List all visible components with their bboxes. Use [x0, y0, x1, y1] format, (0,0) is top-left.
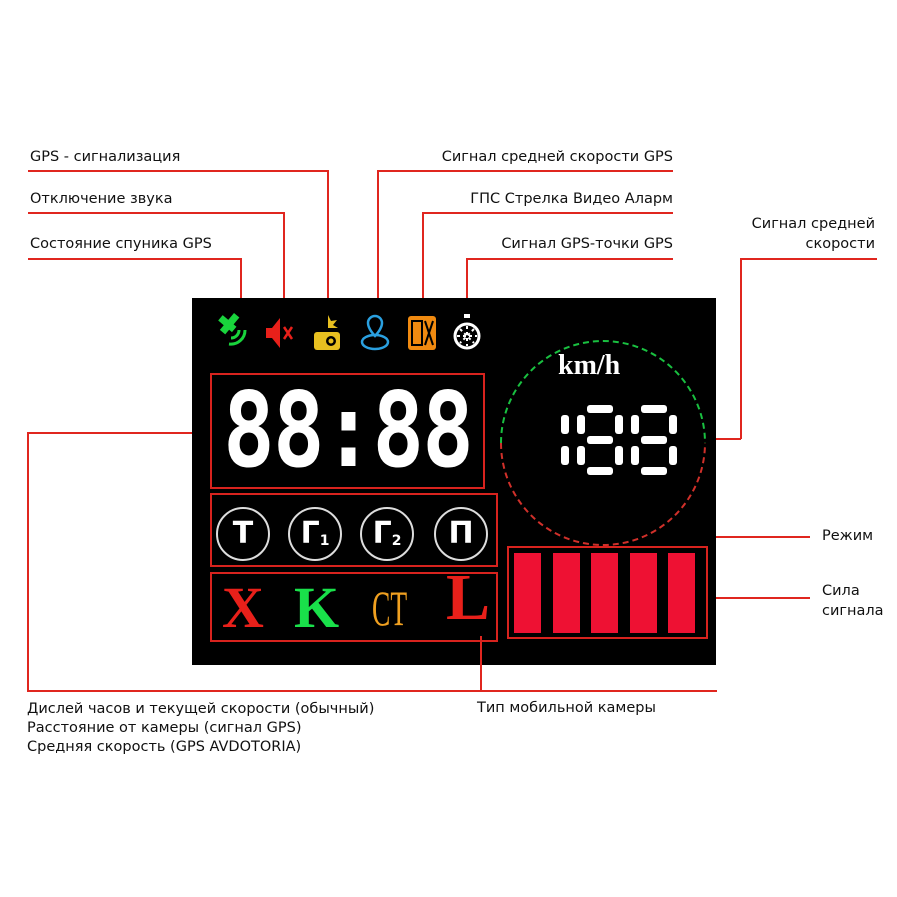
label-avg-speed-gps: Сигнал средней скорости GPS [441, 149, 673, 165]
digit-segment [577, 446, 585, 465]
digit-segment [577, 415, 585, 434]
signal-strength-box [507, 546, 708, 639]
leader-line [28, 258, 241, 260]
lcd-panel [192, 298, 716, 665]
leader-line [27, 432, 29, 691]
label-gps-arrow-video-alarm: ГПС Стрелка Видео Аларм [470, 191, 673, 207]
digit-segment [615, 446, 623, 465]
clock-value: 88:88 [223, 371, 474, 491]
label-avg-speed-1: Сигнал средней [751, 216, 875, 232]
label-mute: Отключение звука [30, 191, 173, 207]
mute-icon [266, 318, 294, 348]
leader-line [240, 258, 242, 310]
leader-line [377, 170, 673, 172]
digit-segment [641, 467, 667, 475]
leader-line [740, 258, 742, 439]
leader-line [466, 258, 468, 310]
camera-type-x: X [222, 575, 264, 640]
camera-type-l: L [446, 561, 491, 634]
clock-display-box [210, 373, 485, 489]
signal-bar [591, 553, 618, 633]
digit-segment [587, 405, 613, 413]
digit-segment [631, 415, 639, 434]
digit-segment [641, 436, 667, 444]
leader-line [27, 432, 213, 434]
camera-type-k: K [294, 575, 340, 640]
stopwatch-icon [453, 314, 481, 350]
mode-g1: Г1 [288, 507, 342, 561]
camera-icon [314, 315, 340, 350]
speed-dial [500, 340, 706, 546]
digit-segment [669, 415, 677, 434]
label-display-2: Расстояние от камеры (сигнал GPS) [27, 720, 302, 736]
leader-line [422, 212, 424, 308]
digit-segment [631, 446, 639, 465]
signal-bar [668, 553, 695, 633]
leader-line [466, 258, 673, 260]
video-alarm-icon [408, 316, 436, 350]
leader-line [377, 170, 379, 308]
label-mode: Режим [822, 528, 874, 544]
label-signal-1: Сила [822, 583, 860, 599]
map-pin-icon [360, 314, 390, 351]
label-gps-point: Сигнал GPS-точки GPS [501, 236, 673, 252]
digit-segment [561, 446, 569, 465]
mode-t: T [216, 507, 270, 561]
speed-digits [561, 405, 677, 475]
label-gps-alarm: GPS - сигнализация [30, 149, 181, 165]
mode-g2: Г2 [360, 507, 414, 561]
label-mobile-camera: Тип мобильной камеры [477, 700, 656, 716]
signal-bar [552, 553, 580, 633]
digit-segment [561, 415, 569, 434]
digit-segment [587, 467, 613, 475]
leader-line [28, 212, 284, 214]
speed-unit: km/h [558, 350, 621, 381]
label-avg-speed-2: скорости [805, 236, 875, 252]
mode-p: П [434, 507, 488, 561]
camera-type-ct: CT [372, 580, 408, 636]
digit-segment [669, 446, 677, 465]
leader-line [422, 212, 673, 214]
signal-bar [514, 553, 541, 633]
camera-type-box [210, 572, 498, 642]
label-signal-2: сигнала [822, 603, 884, 619]
signal-bar [629, 553, 657, 633]
label-display-3: Средняя скорость (GPS AVDOTORIA) [27, 739, 302, 755]
digit-segment [587, 436, 613, 444]
leader-line [327, 170, 329, 315]
leader-line [27, 690, 717, 692]
mode-box [210, 493, 498, 567]
leader-line [700, 438, 741, 440]
leader-line [28, 170, 328, 172]
digit-segment [641, 405, 667, 413]
satellite-icon [218, 313, 247, 346]
leader-line [480, 636, 482, 691]
label-satellite-status: Состояние спуника GPS [30, 236, 212, 252]
leader-line [740, 258, 877, 260]
leader-line [708, 597, 810, 599]
digit-segment [615, 415, 623, 434]
leader-line [283, 212, 285, 307]
label-display-1: Дислей часов и текущей скорости (обычный… [27, 701, 375, 717]
